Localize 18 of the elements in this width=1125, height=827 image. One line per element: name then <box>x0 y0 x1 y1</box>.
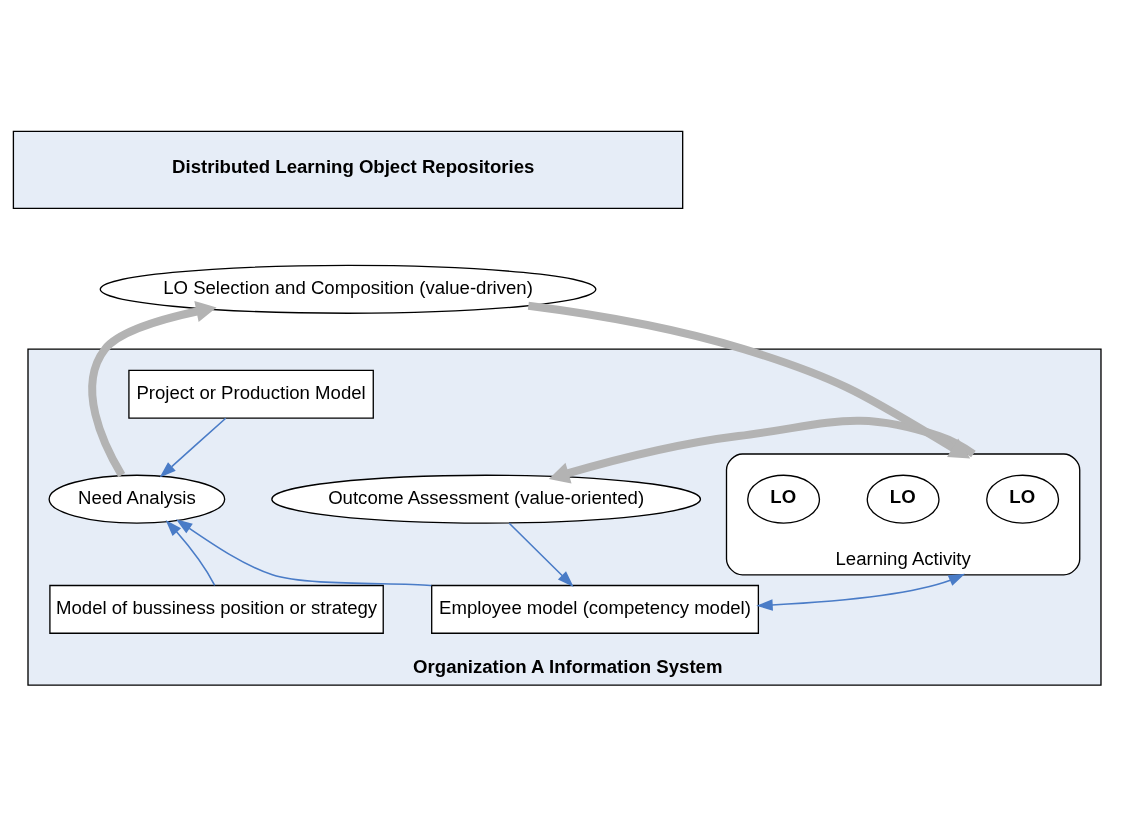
arrow <box>548 416 976 484</box>
node-box: Distributed Learning Object Repositories <box>12 130 684 209</box>
arrow <box>88 300 217 478</box>
node-box: Employee model (competency model) <box>431 584 760 634</box>
arrow <box>165 519 216 587</box>
node-ellipse: LO <box>986 474 1060 524</box>
node-box: Project or Production Model <box>128 369 374 419</box>
arrow <box>527 301 971 459</box>
node-ellipse: LO <box>866 474 940 524</box>
node-ellipse: LO Selection and Composition (value-driven) <box>99 264 597 314</box>
arrow <box>756 573 966 611</box>
node-box: Model of bussiness position or strategy <box>49 584 384 634</box>
arrow <box>175 519 433 587</box>
arrow <box>159 417 227 478</box>
node-ellipse: LO <box>747 474 821 524</box>
arrow <box>508 522 574 587</box>
node-ellipse: Need Analysis <box>48 474 226 524</box>
node-ellipse: Outcome Assessment (value-oriented) <box>271 474 702 524</box>
